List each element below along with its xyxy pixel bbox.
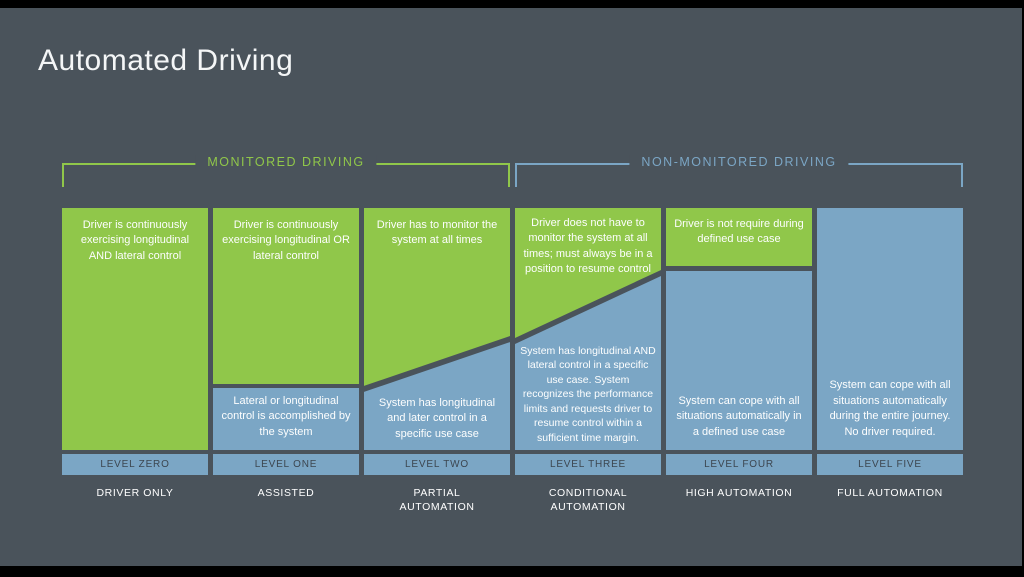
monitored-driving-bracket: MONITORED DRIVING — [62, 155, 510, 187]
column-level-three: Driver does not have to monitor the syst… — [515, 208, 661, 450]
column-level-four: Driver is not require during defined use… — [666, 208, 812, 450]
level-name-three: CONDITIONAL AUTOMATION — [548, 487, 628, 514]
level-name-zero: DRIVER ONLY — [96, 487, 174, 499]
monitored-driving-label: MONITORED DRIVING — [195, 155, 377, 169]
level-bar-zero: LEVEL ZERO — [62, 454, 208, 475]
column-level-five: System can cope with all situations auto… — [817, 208, 963, 450]
level-bar-four: LEVEL FOUR — [666, 454, 812, 475]
level-name-four: HIGH AUTOMATION — [685, 487, 793, 499]
driver-box — [666, 208, 812, 266]
level-name-two: PARTIAL AUTOMATION — [399, 487, 475, 514]
diagram-canvas: Automated Driving MONITORED DRIVING NON-… — [0, 8, 1022, 566]
level-name-five: FULL AUTOMATION — [837, 487, 943, 499]
level-bar-one: LEVEL ONE — [213, 454, 359, 475]
column-level-one: Driver is continuously exercising longit… — [213, 208, 359, 450]
non-monitored-driving-bracket: NON-MONITORED DRIVING — [515, 155, 963, 187]
system-box — [817, 208, 963, 450]
driver-text: Driver has to monitor the system at all … — [376, 219, 498, 247]
driver-box — [213, 208, 359, 384]
system-box — [666, 271, 812, 450]
system-text: System has longitudinal and later contro… — [378, 396, 496, 440]
non-monitored-driving-label: NON-MONITORED DRIVING — [629, 155, 849, 169]
page-title: Automated Driving — [38, 44, 294, 77]
driver-box — [62, 208, 208, 450]
system-text: System can cope with all situations auto… — [829, 379, 951, 438]
driver-text: Driver does not have to monitor the syst… — [523, 217, 653, 276]
driver-text: Driver is continuously exercising longit… — [80, 219, 190, 262]
driver-text: Driver is continuously exercising longit… — [222, 219, 350, 262]
level-bar-three: LEVEL THREE — [515, 454, 661, 475]
column-level-zero: Driver is continuously exercising longit… — [62, 208, 208, 450]
system-box — [213, 388, 359, 450]
column-level-two: Driver has to monitor the system at all … — [364, 208, 510, 450]
level-name-one: ASSISTED — [257, 487, 315, 499]
system-text: System can cope with all situations auto… — [676, 394, 802, 438]
level-bar-five: LEVEL FIVE — [817, 454, 963, 475]
driver-text: Driver is not require during defined use… — [674, 218, 804, 246]
system-text: System has longitudinal AND lateral cont… — [520, 344, 656, 444]
level-bar-two: LEVEL TWO — [364, 454, 510, 475]
system-text: Lateral or longitudinal control is accom… — [221, 395, 351, 438]
